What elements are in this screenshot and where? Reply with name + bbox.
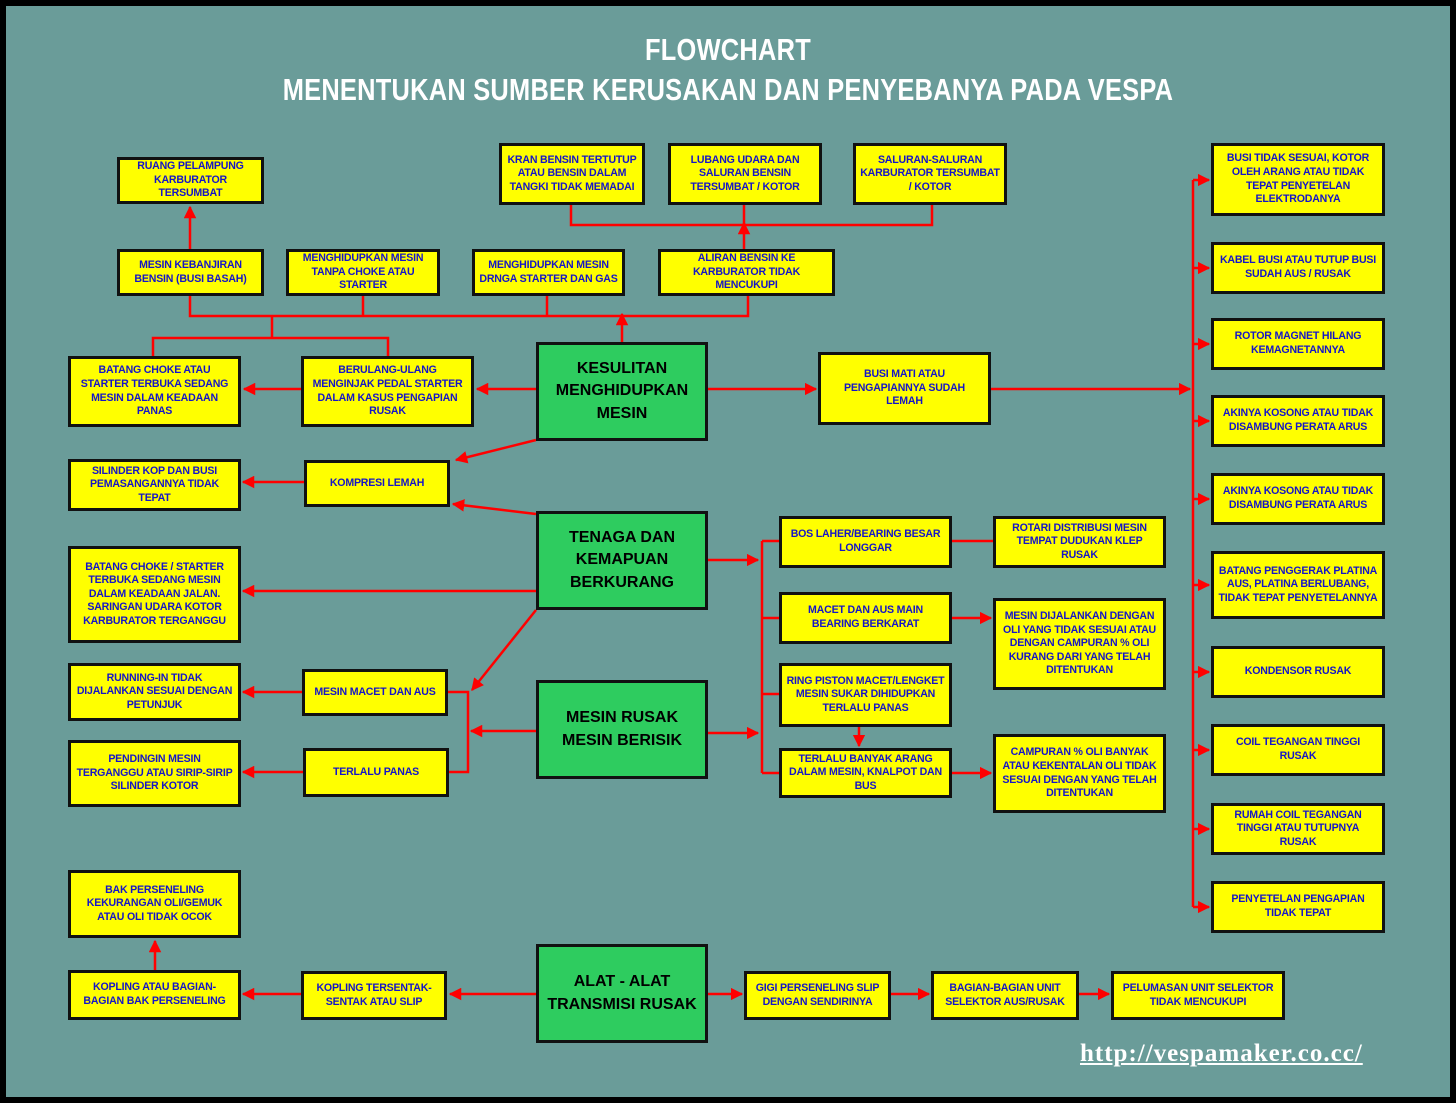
connector-line (448, 690, 470, 774)
node-right-2: KABEL BUSI ATAU TUTUP BUSI SUDAH AUS / R… (1211, 242, 1385, 294)
node-terlalu-panas: TERLALU PANAS (303, 748, 449, 797)
node-transmisi-rusak: ALAT - ALAT TRANSMISI RUSAK (536, 944, 708, 1043)
node-pendingin-mesin: PENDINGIN MESIN TERGANGGU ATAU SIRIP-SIR… (68, 740, 241, 807)
node-right-6: BATANG PENGGERAK PLATINA AUS, PLATINA BE… (1211, 551, 1385, 619)
flowchart-subtitle: MENENTUKAN SUMBER KERUSAKAN DAN PENYEBAN… (282, 72, 1174, 107)
node-terlalu-banyak-arang: TERLALU BANYAK ARANG DALAM MESIN, KNALPO… (779, 748, 952, 798)
node-right-9: RUMAH COIL TEGANGAN TINGGI ATAU TUTUPNYA… (1211, 803, 1385, 855)
node-kompresi-lemah: KOMPRESI LEMAH (304, 460, 450, 507)
node-drnga-starter: MENGHIDUPKAN MESIN DRNGA STARTER DAN GAS (472, 249, 625, 296)
node-tanpa-choke: MENGHIDUPKAN MESIN TANPA CHOKE ATAU STAR… (286, 249, 440, 296)
node-mesin-kebanjiran: MESIN KEBANJIRAN BENSIN (BUSI BASAH) (117, 249, 264, 296)
node-bos-laher: BOS LAHER/BEARING BESAR LONGGAR (779, 516, 952, 568)
node-kran-bensin: KRAN BENSIN TERTUTUP ATAU BENSIN DALAM T… (499, 143, 645, 205)
node-kopling-tersentak: KOPLING TERSENTAK-SENTAK ATAU SLIP (301, 971, 447, 1020)
node-right-8: COIL TEGANGAN TINGGI RUSAK (1211, 724, 1385, 776)
node-busi-mati: BUSI MATI ATAU PENGAPIANNYA SUDAH LEMAH (818, 352, 991, 425)
node-aliran-bensin: ALIRAN BENSIN KE KARBURATOR TIDAK MENCUK… (658, 249, 835, 296)
node-rotari-distribusi: ROTARI DISTRIBUSI MESIN TEMPAT DUDUKAN K… (993, 516, 1166, 568)
node-kopling-bagian: KOPLING ATAU BAGIAN-BAGIAN BAK PERSENELI… (68, 970, 241, 1020)
node-berulang-menginjak: BERULANG-ULANG MENGINJAK PEDAL STARTER D… (301, 356, 474, 427)
node-right-1: BUSI TIDAK SESUAI, KOTOR OLEH ARANG ATAU… (1211, 143, 1385, 216)
connector-line (188, 296, 750, 318)
node-right-3: ROTOR MAGNET HILANG KEMAGNETANNYA (1211, 318, 1385, 370)
node-unit-selektor: BAGIAN-BAGIAN UNIT SELEKTOR AUS/RUSAK (931, 971, 1079, 1020)
node-saluran-karburator: SALURAN-SALURAN KARBURATOR TERSUMBAT / K… (853, 143, 1007, 205)
connector-line (569, 205, 934, 227)
node-pelumasan-selektor: PELUMASAN UNIT SELEKTOR TIDAK MENCUKUPI (1111, 971, 1285, 1020)
node-right-4: AKINYA KOSONG ATAU TIDAK DISAMBUNG PERAT… (1211, 395, 1385, 447)
node-ring-piston: RING PISTON MACET/LENGKET MESIN SUKAR DI… (779, 663, 952, 727)
node-macet-main-bearing: MACET DAN AUS MAIN BEARING BERKARAT (779, 592, 952, 644)
node-tenaga-berkurang: TENAGA DAN KEMAPUAN BERKURANG (536, 511, 708, 610)
node-mesin-macet-aus: MESIN MACET DAN AUS (302, 669, 448, 716)
connector-arrow (451, 499, 537, 516)
node-running-in: RUNNING-IN TIDAK DIJALANKAN SESUAI DENGA… (68, 663, 241, 721)
connector-arrow (454, 438, 537, 464)
node-campuran-oli: CAMPURAN % OLI BANYAK ATAU KEKENTALAN OL… (993, 734, 1166, 813)
connector-arrow (471, 609, 537, 691)
node-mesin-rusak: MESIN RUSAK MESIN BERISIK (536, 680, 708, 779)
node-batang-choke-panas: BATANG CHOKE ATAU STARTER TERBUKA SEDANG… (68, 356, 241, 427)
node-gigi-perseneling: GIGI PERSENELING SLIP DENGAN SENDIRINYA (744, 971, 891, 1020)
node-right-10: PENYETELAN PENGAPIAN TIDAK TEPAT (1211, 881, 1385, 933)
connector-line (151, 336, 390, 356)
node-mesin-dijalankan-oli: MESIN DIJALANKAN DENGAN OLI YANG TIDAK S… (993, 598, 1166, 690)
node-right-7: KONDENSOR RUSAK (1211, 646, 1385, 698)
node-silinder-kop: SILINDER KOP DAN BUSI PEMASANGANNYA TIDA… (68, 459, 241, 511)
node-lubang-udara: LUBANG UDARA DAN SALURAN BENSIN TERSUMBA… (668, 143, 822, 205)
node-ruang-pelampung: RUANG PELAMPUNG KARBURATOR TERSUMBAT (117, 157, 264, 204)
flowchart-title: FLOWCHART (645, 32, 811, 67)
node-bak-perseneling: BAK PERSENELING KEKURANGAN OLI/GEMUK ATA… (68, 870, 241, 938)
node-kesulitan-menghidupkan: KESULITAN MENGHIDUPKAN MESIN (536, 342, 708, 441)
node-right-5: AKINYA KOSONG ATAU TIDAK DISAMBUNG PERAT… (1211, 473, 1385, 525)
website-link[interactable]: http://vespamaker.co.cc/ (1080, 1040, 1363, 1067)
node-batang-choke-jalan: BATANG CHOKE / STARTER TERBUKA SEDANG ME… (68, 546, 241, 643)
